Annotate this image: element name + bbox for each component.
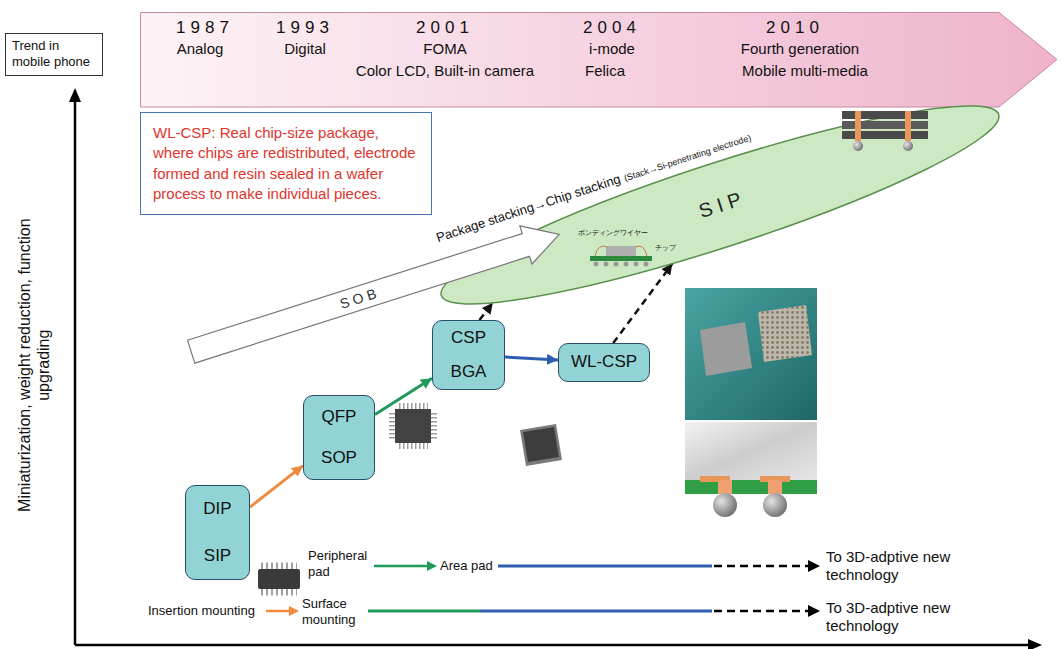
trend-label: Fourth generation [741,40,859,58]
package-box: WL-CSP [558,343,650,382]
year-label: 2004 [583,18,641,38]
trend-step-label: Insertion mounting [148,603,255,619]
axis-label: Miniaturization, weight reduction, funct… [15,185,53,545]
package-box: CSP BGA [432,320,505,390]
qfp-chip-picture [392,406,434,446]
connector-arrow [505,357,558,360]
trend-label: i-mode [589,40,635,58]
dip-chip-picture [258,566,300,592]
y-axis [69,88,81,645]
wl-csp-photo [685,288,817,420]
x-axis [75,639,1042,649]
bga-chip-picture [520,424,562,466]
trend-step-label: Area pad [440,558,493,574]
package-name: SOP [321,448,357,468]
trend-label: Digital [284,40,326,58]
year-label: 2010 [766,18,824,38]
package-box: QFP SOP [303,395,375,480]
trend-label: FOMA [423,40,466,58]
part-label: チップ [655,244,676,252]
trend-goal-label: To 3D-adptive new technology [826,548,1026,584]
connector-arrow [479,303,492,320]
package-name: SIP [204,546,231,566]
trend-label: Color LCD, Built-in camera [356,62,534,80]
year-label: 1987 [176,18,234,38]
year-label: 1993 [276,18,334,38]
package-name: DIP [203,499,231,519]
package-name: CSP [451,328,486,348]
row-title: Trend in mobile phone [12,38,96,71]
package-box: DIP SIP [185,485,250,580]
connector-arrow [250,466,303,507]
trend-label: Felica [585,62,625,80]
trend-band: 1987Analog 1993Digital 2001FOMA Color LCD, … [140,12,1058,108]
connector-arrow [375,378,432,414]
package-name: BGA [451,362,487,382]
part-label: ボンディングワイヤー [578,229,648,237]
row-title-box: Trend in mobile phone [5,33,103,76]
trend-label: Analog [177,40,224,58]
trend-step-label: Surface mounting [302,596,364,627]
wl-csp-cross-section [685,422,817,517]
note-box: WL-CSP: Real chip-size package, where ch… [140,112,432,215]
trend-goal-label: To 3D-adptive new technology [826,599,1026,635]
trend-label: Mobile multi-media [742,62,868,80]
package-name: QFP [322,407,357,427]
year-label: 2001 [416,18,474,38]
package-name: WL-CSP [571,352,637,372]
note-text: WL-CSP: Real chip-size package, where ch… [153,123,419,204]
trend-step-label: Peripheral pad [308,548,376,579]
